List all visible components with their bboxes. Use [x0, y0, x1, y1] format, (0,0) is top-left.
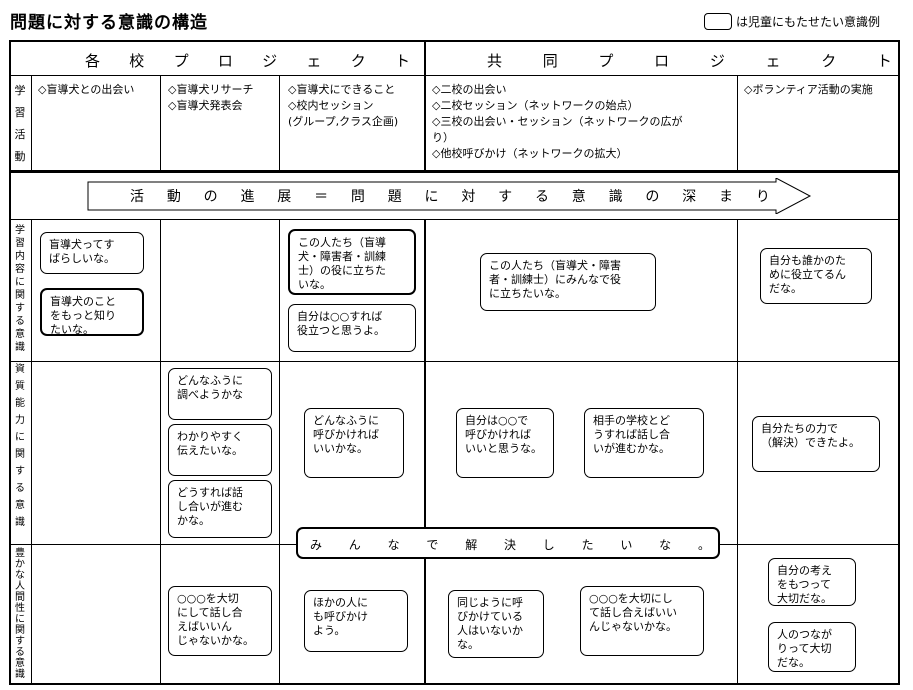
arrow-char: る — [534, 189, 549, 205]
divider-col4 — [737, 75, 738, 171]
bubble-value-discussion: ○○○を大切 にして話し合 えばいいん じゃないかな。 — [168, 586, 272, 656]
header-char: ク — [821, 52, 837, 70]
legend-label: は児童にもたせたい意識例 — [736, 15, 881, 29]
humanity-awareness-label: 豊 か な 人 間 性 に 関 す る 意 識 — [15, 548, 25, 680]
bubble-guide-dog-wonderful: 盲導犬ってす ばらしいな。 — [40, 232, 144, 274]
arrow-char: 題 — [387, 189, 402, 205]
arrow-char: り — [755, 189, 770, 205]
header-individual-projects: 各 校 プ ロ ジ ェ ク ト — [85, 50, 410, 71]
arrow-char: 意 — [571, 189, 586, 205]
arrow-char: 深 — [682, 189, 697, 205]
header-char: ジ — [262, 52, 278, 70]
banner-solve-together — [296, 527, 720, 559]
header-char: ト — [876, 52, 892, 70]
divider-col1 — [160, 75, 161, 171]
activities-col4: ◇二校の出会い ◇二校セッション（ネットワークの始点） ◇三校の出会い・セッショ… — [432, 83, 683, 160]
header-char: プ — [598, 52, 614, 70]
divider-header — [9, 75, 900, 76]
divider-col2-lower — [279, 219, 280, 685]
arrow-char: の — [203, 189, 218, 205]
progress-arrow-label: 活 動 の 進 展 ＝ 問 題 に 対 す る 意 識 の 深 ま り — [130, 186, 770, 206]
divider-col2 — [279, 75, 280, 171]
bubble-other-school-discussion: 相手の学校とど うすれば話し合 いが進むかな。 — [584, 408, 704, 478]
header-char: ェ — [306, 52, 322, 70]
header-char: 同 — [542, 52, 558, 70]
header-char: プ — [173, 52, 189, 70]
banner-char: 解 — [465, 538, 478, 552]
bubble-own-opinion: 自分の考え をもつって 大切だな。 — [768, 558, 856, 606]
divider-col1-lower — [160, 219, 161, 685]
banner-char: ん — [348, 538, 361, 552]
progress-arrow — [87, 178, 812, 214]
bubble-want-know-guide-dogs: 盲導犬のこと をもっと知り たいな。 — [40, 288, 144, 336]
divider-label-col-lower — [31, 219, 32, 685]
header-char: ロ — [217, 52, 233, 70]
activities-row-label: 学 習 活 動 — [14, 84, 26, 163]
banner-char: た — [581, 538, 594, 552]
legend-swatch — [704, 13, 732, 30]
banner-char: な — [387, 538, 400, 552]
banner-char: し — [542, 538, 555, 552]
divider-progress — [9, 219, 900, 220]
divider-activities — [9, 170, 900, 173]
arrow-char: 動 — [166, 189, 181, 205]
bubble-connections: 人のつなが りって大切 だな。 — [768, 622, 856, 672]
arrow-char: ま — [719, 189, 733, 205]
bubble-others-calling: 同じように呼 びかけている 人はいないか な。 — [448, 590, 544, 658]
table-frame — [9, 40, 900, 685]
bubble-convey-clearly: わかりやすく 伝えたいな。 — [168, 424, 272, 476]
bubble-help-these-people: この人たち（盲導 犬・障害者・訓練 士）の役に立ちた いな。 — [288, 229, 416, 295]
arrow-char: 活 — [130, 189, 144, 205]
page-title: 問題に対する意識の構造 — [10, 13, 208, 33]
header-char: 校 — [129, 52, 145, 70]
bubble-how-to-research: どんなふうに 調べようかな — [168, 368, 272, 420]
arrow-char: の — [645, 189, 660, 205]
header-char: ジ — [709, 52, 725, 70]
bubble-call-others: ほかの人に も呼びかけ よう。 — [304, 590, 408, 652]
bubble-useful-to-someone: 自分も誰かのた めに役立てるん だな。 — [760, 248, 872, 304]
divider-label-col — [31, 75, 32, 171]
header-char: ト — [394, 52, 410, 70]
header-joint-projects: 共 同 プ ロ ジ ェ ク ト — [487, 50, 892, 71]
header-char: 各 — [85, 52, 101, 70]
arrow-char: 展 — [277, 189, 292, 205]
bubble-how-to-call: どんなふうに 呼びかければ いいかな。 — [304, 408, 404, 478]
arrow-char: 問 — [350, 189, 365, 205]
arrow-char: 対 — [461, 189, 476, 205]
banner-char: 決 — [503, 538, 516, 552]
activities-col1: ◇盲導犬との出会い — [38, 83, 135, 96]
divider-content — [9, 361, 900, 362]
divider-individual-joint — [424, 40, 426, 171]
divider-individual-joint-lower — [424, 219, 426, 685]
activities-col2: ◇盲導犬リサーチ ◇盲導犬発表会 — [168, 83, 254, 112]
divider-col4-lower — [737, 219, 738, 685]
content-awareness-label: 学 習 内 容 に 関 す る 意 識 — [15, 225, 25, 353]
header-char: 共 — [487, 52, 503, 70]
arrow-char: に — [424, 189, 439, 205]
banner-char: い — [620, 538, 633, 552]
banner-char: で — [426, 538, 439, 552]
banner-label: み ん な で 解 決 し た い な 。 — [310, 536, 710, 553]
banner-char: 。 — [697, 538, 710, 552]
activities-col3: ◇盲導犬にできること ◇校内セッション (グループ,クラス企画) — [288, 83, 399, 128]
header-char: ク — [350, 52, 366, 70]
header-char: ェ — [765, 52, 781, 70]
bubble-how-discussion-progress: どうすれば話 し合いが進む かな。 — [168, 480, 272, 538]
arrow-char: 進 — [240, 189, 255, 205]
bubble-i-should-call: 自分は○○で 呼びかければ いいと思うな。 — [456, 408, 554, 478]
arrow-char: 識 — [608, 189, 623, 205]
bubble-help-together: この人たち（盲導犬・障害 者・訓練士）にみんなで役 に立ちたいな。 — [480, 253, 656, 311]
bubble-value-discussion-joint: ○○○を大切にし て話し合えばいい んじゃないかな。 — [580, 586, 704, 656]
banner-char: な — [659, 538, 672, 552]
activities-col5: ◇ボランティア活動の実施 — [744, 83, 873, 96]
header-char: ロ — [654, 52, 670, 70]
ability-awareness-label: 資 質 能 力 に 関 す る 意 識 — [15, 364, 25, 528]
banner-char: み — [310, 538, 323, 552]
arrow-char: ＝ — [314, 189, 329, 205]
bubble-solved-ourselves: 自分たちの力で （解決）できたよ。 — [752, 416, 880, 472]
bubble-i-can-help: 自分は○○すれば 役立つと思うよ。 — [288, 304, 416, 352]
arrow-char: す — [498, 189, 513, 205]
